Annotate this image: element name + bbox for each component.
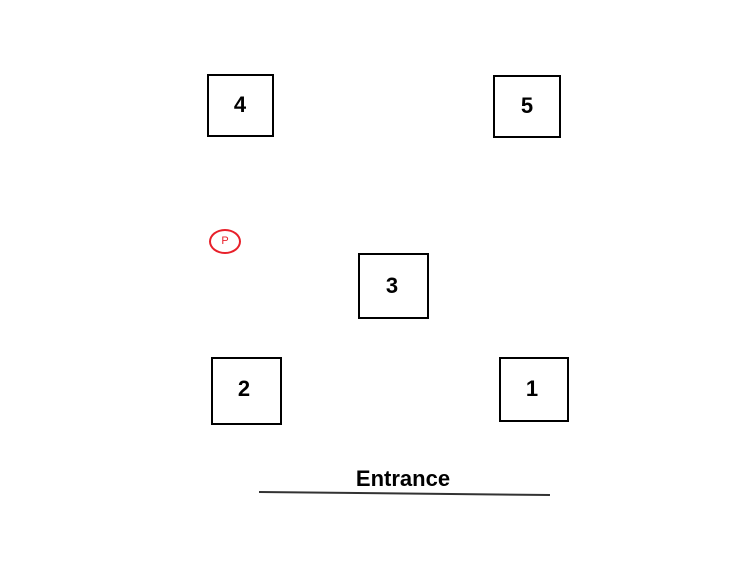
box-3: 3 bbox=[358, 253, 429, 319]
box-2-label: 2 bbox=[237, 376, 251, 401]
box-5: 5 bbox=[493, 75, 561, 138]
box-2: 2 bbox=[211, 357, 282, 425]
box-4-label: 4 bbox=[233, 92, 247, 117]
box-5-label: 5 bbox=[520, 93, 534, 118]
entrance-label: Entrance bbox=[355, 466, 451, 491]
box-3-label: 3 bbox=[385, 273, 399, 298]
p-marker: P bbox=[209, 229, 241, 254]
box-1-label: 1 bbox=[525, 376, 539, 401]
box-4: 4 bbox=[207, 74, 274, 137]
entrance-line bbox=[258, 491, 550, 497]
box-1: 1 bbox=[499, 357, 569, 422]
